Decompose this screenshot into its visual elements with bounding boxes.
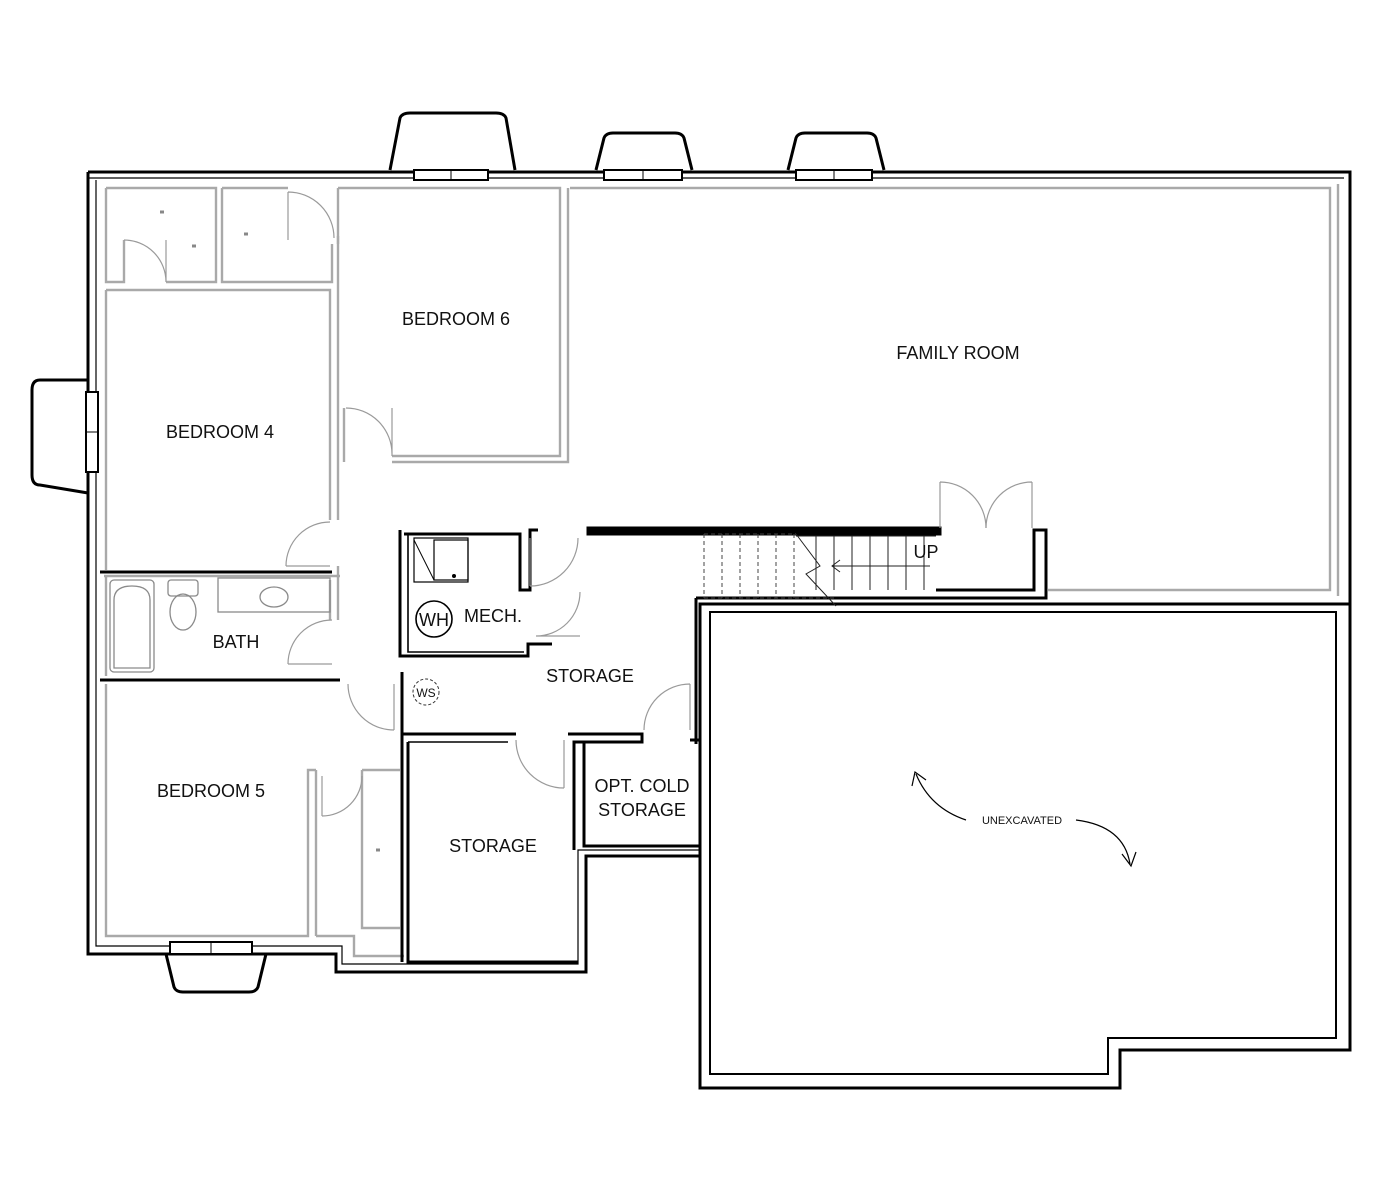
unexcavated-arrows xyxy=(911,770,1137,868)
family-room-label: FAMILY ROOM xyxy=(896,343,1019,363)
bathtub-icon xyxy=(109,579,155,673)
furnace-icon xyxy=(413,537,469,583)
water-heater-label: WH xyxy=(419,610,449,630)
unexcavated-label: UNEXCAVATED xyxy=(982,815,1062,827)
opt-cold-storage-label-line2: STORAGE xyxy=(598,800,686,820)
bedroom-4-label: BEDROOM 4 xyxy=(166,422,274,442)
doors xyxy=(123,191,1033,817)
structural-walls xyxy=(100,526,1048,964)
fixtures xyxy=(109,210,469,852)
window-wells xyxy=(30,111,886,994)
stair-up-label: UP xyxy=(913,542,938,562)
water-softener-icon xyxy=(412,678,440,706)
bath-label: BATH xyxy=(213,632,260,652)
stairs xyxy=(703,533,936,607)
windows xyxy=(85,169,873,955)
storage-center-label: STORAGE xyxy=(546,666,634,686)
storage-lower-label: STORAGE xyxy=(449,836,537,856)
mech-label: MECH. xyxy=(464,606,522,626)
exterior-walls xyxy=(86,170,1352,974)
interior-walls xyxy=(104,184,1340,958)
water-heater-icon xyxy=(415,600,453,638)
room-labels: BEDROOM 6 FAMILY ROOM BEDROOM 4 BATH MEC… xyxy=(157,309,1062,856)
bedroom-6-label: BEDROOM 6 xyxy=(402,309,510,329)
unexcavated-area xyxy=(698,602,1352,1090)
bedroom-5-label: BEDROOM 5 xyxy=(157,781,265,801)
toilet-icon xyxy=(167,579,199,597)
opt-cold-storage-label-line1: OPT. COLD xyxy=(594,776,689,796)
water-softener-label: WS xyxy=(416,686,435,700)
vanity-icon xyxy=(217,577,331,613)
